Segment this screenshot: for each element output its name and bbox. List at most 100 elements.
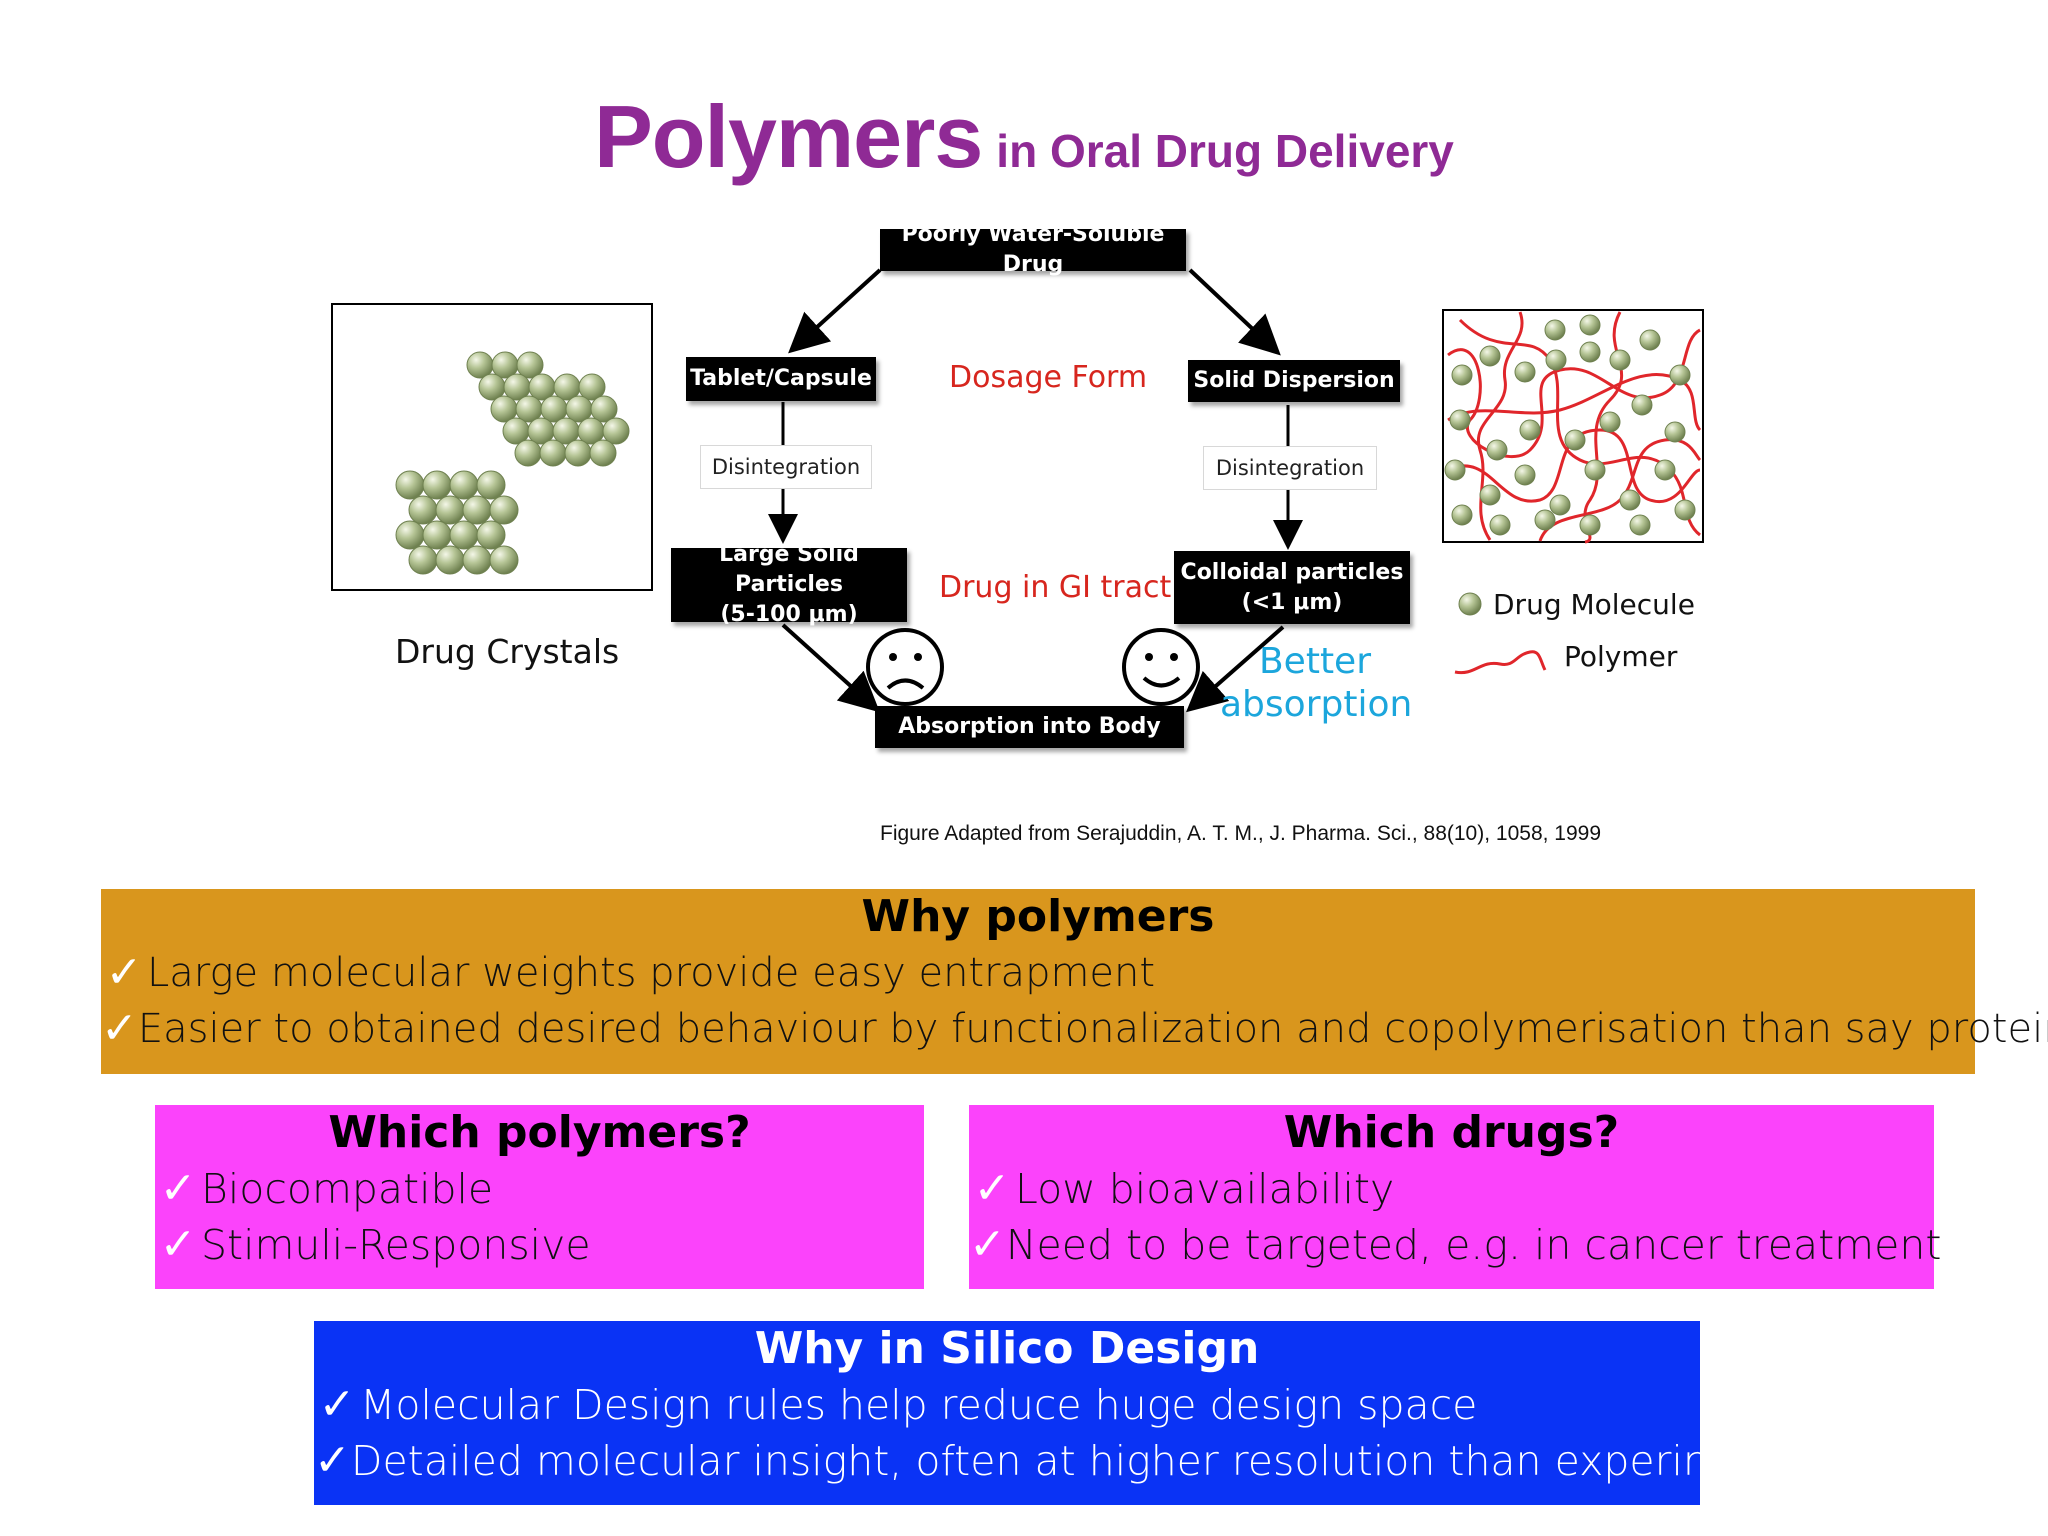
sphere-icon — [1451, 364, 1473, 386]
sphere-icon — [1609, 349, 1631, 371]
why-polymers-item: ✓Easier to obtained desired behaviour by… — [101, 1001, 2048, 1057]
smiley-face-icon — [1122, 628, 1200, 706]
sphere-icon — [1664, 421, 1686, 443]
node-colloidal-particles: Colloidal particles (<1 μm) — [1174, 551, 1410, 624]
sphere-icon — [1545, 349, 1567, 371]
check-icon: ✓ — [969, 1219, 1006, 1270]
why-in-silico-item: ✓Molecular Design rules help reduce huge… — [314, 1377, 1700, 1433]
title-sub: in Oral Drug Delivery — [996, 125, 1454, 177]
sphere-icon — [1669, 364, 1691, 386]
sphere-icon — [489, 545, 519, 575]
sphere-icon — [449, 520, 479, 550]
sphere-icon — [1489, 514, 1511, 536]
node-large-solid-particles: Large Solid Particles (5-100 μm) — [671, 542, 907, 627]
node-solid-dispersion: Solid Dispersion — [1188, 360, 1400, 402]
which-drugs-heading: Which drugs? — [1283, 1107, 1620, 1158]
sphere-icon — [408, 545, 438, 575]
check-icon: ✓ — [159, 1219, 197, 1270]
sphere-icon — [462, 545, 492, 575]
step-disintegration-left: Disintegration — [700, 445, 872, 489]
sphere-icon — [1451, 504, 1473, 526]
polymer-chain-icon — [1454, 650, 1547, 675]
sphere-icon — [1458, 592, 1482, 616]
why-in-silico-heading: Why in Silico Design — [754, 1323, 1260, 1374]
which-polymers-box: Which polymers? ✓Biocompatible ✓Stimuli-… — [155, 1105, 924, 1289]
sphere-icon — [1639, 329, 1661, 351]
sphere-icon — [449, 470, 479, 500]
title-main: Polymers — [594, 87, 983, 186]
sphere-icon — [435, 545, 465, 575]
node-tablet-capsule: Tablet/Capsule — [686, 357, 876, 401]
node-poorly-soluble-drug: Poorly Water-Soluble Drug — [880, 222, 1186, 277]
sphere-icon — [422, 520, 452, 550]
sphere-icon — [395, 520, 425, 550]
sphere-icon — [489, 495, 519, 525]
diagram-graphics — [331, 268, 1704, 713]
sphere-icon — [476, 520, 506, 550]
sphere-icon — [1479, 345, 1501, 367]
why-polymers-item: ✓Large molecular weights provide easy en… — [101, 945, 1975, 1001]
sphere-icon — [514, 439, 542, 467]
sphere-icon — [1631, 394, 1653, 416]
check-icon: ✓ — [318, 1379, 356, 1430]
drug-molecules-in-polymer — [1444, 314, 1696, 536]
sphere-icon — [564, 439, 592, 467]
sphere-icon — [1514, 361, 1536, 383]
sphere-icon — [1534, 509, 1556, 531]
sphere-icon — [435, 495, 465, 525]
sphere-icon — [1549, 494, 1571, 516]
sphere-icon — [1619, 489, 1641, 511]
sphere-icon — [1519, 419, 1541, 441]
sphere-icon — [1544, 319, 1566, 341]
arrow-top-right — [1188, 268, 1281, 356]
which-drugs-box: Which drugs? ✓Low bioavailability ✓Need … — [969, 1105, 1941, 1289]
sphere-icon — [395, 470, 425, 500]
sphere-icon — [1486, 439, 1508, 461]
sad-face-icon — [866, 628, 944, 706]
check-icon: ✓ — [314, 1435, 351, 1486]
check-icon: ✓ — [105, 947, 143, 998]
node-absorption-into-body: Absorption into Body — [875, 706, 1184, 748]
label-better-absorption: Better absorption — [1220, 641, 1413, 726]
sphere-icon — [422, 470, 452, 500]
sphere-icon — [1564, 429, 1586, 451]
which-drugs-item: ✓Need to be targeted, e.g. in cancer tre… — [969, 1217, 1941, 1273]
arrow-right-bottom — [1185, 625, 1285, 713]
which-polymers-item: ✓Stimuli-Responsive — [155, 1217, 924, 1273]
figure-credit: Figure Adapted from Serajuddin, A. T. M.… — [880, 822, 1602, 845]
why-in-silico-item: ✓Detailed molecular insight, often at hi… — [314, 1433, 1811, 1489]
sphere-icon — [1579, 341, 1601, 363]
legend-polymer: Polymer — [1564, 640, 1678, 673]
sphere-icon — [1599, 411, 1621, 433]
sphere-icon — [1479, 484, 1501, 506]
legend-drug-molecule: Drug Molecule — [1493, 588, 1695, 621]
sphere-icon — [476, 470, 506, 500]
label-dosage-form: Dosage Form — [949, 360, 1148, 395]
sphere-icon — [516, 351, 544, 379]
which-polymers-item: ✓Biocompatible — [155, 1161, 924, 1217]
sphere-icon — [1444, 459, 1466, 481]
sphere-icon — [1629, 514, 1651, 536]
which-drugs-item: ✓Low bioavailability — [969, 1161, 1934, 1217]
sphere-icon — [1584, 459, 1606, 481]
step-disintegration-right: Disintegration — [1203, 446, 1377, 490]
drug-crystals-icon — [395, 351, 630, 575]
sphere-icon — [408, 495, 438, 525]
sphere-icon — [578, 373, 606, 401]
sphere-icon — [462, 495, 492, 525]
check-icon: ✓ — [973, 1163, 1011, 1214]
sphere-icon — [589, 439, 617, 467]
drug-delivery-diagram: Poorly Water-Soluble Drug Tablet/Capsule… — [331, 222, 1704, 748]
sphere-icon — [602, 417, 630, 445]
why-polymers-box: Why polymers ✓Large molecular weights pr… — [101, 889, 2048, 1074]
check-icon: ✓ — [159, 1163, 197, 1214]
check-icon: ✓ — [101, 1003, 138, 1054]
sphere-icon — [1579, 314, 1601, 336]
sphere-icon — [590, 395, 618, 423]
sphere-icon — [1449, 409, 1471, 431]
sphere-icon — [1654, 459, 1676, 481]
caption-drug-crystals: Drug Crystals — [395, 632, 620, 671]
arrow-top-left — [788, 268, 882, 354]
sphere-icon — [539, 439, 567, 467]
